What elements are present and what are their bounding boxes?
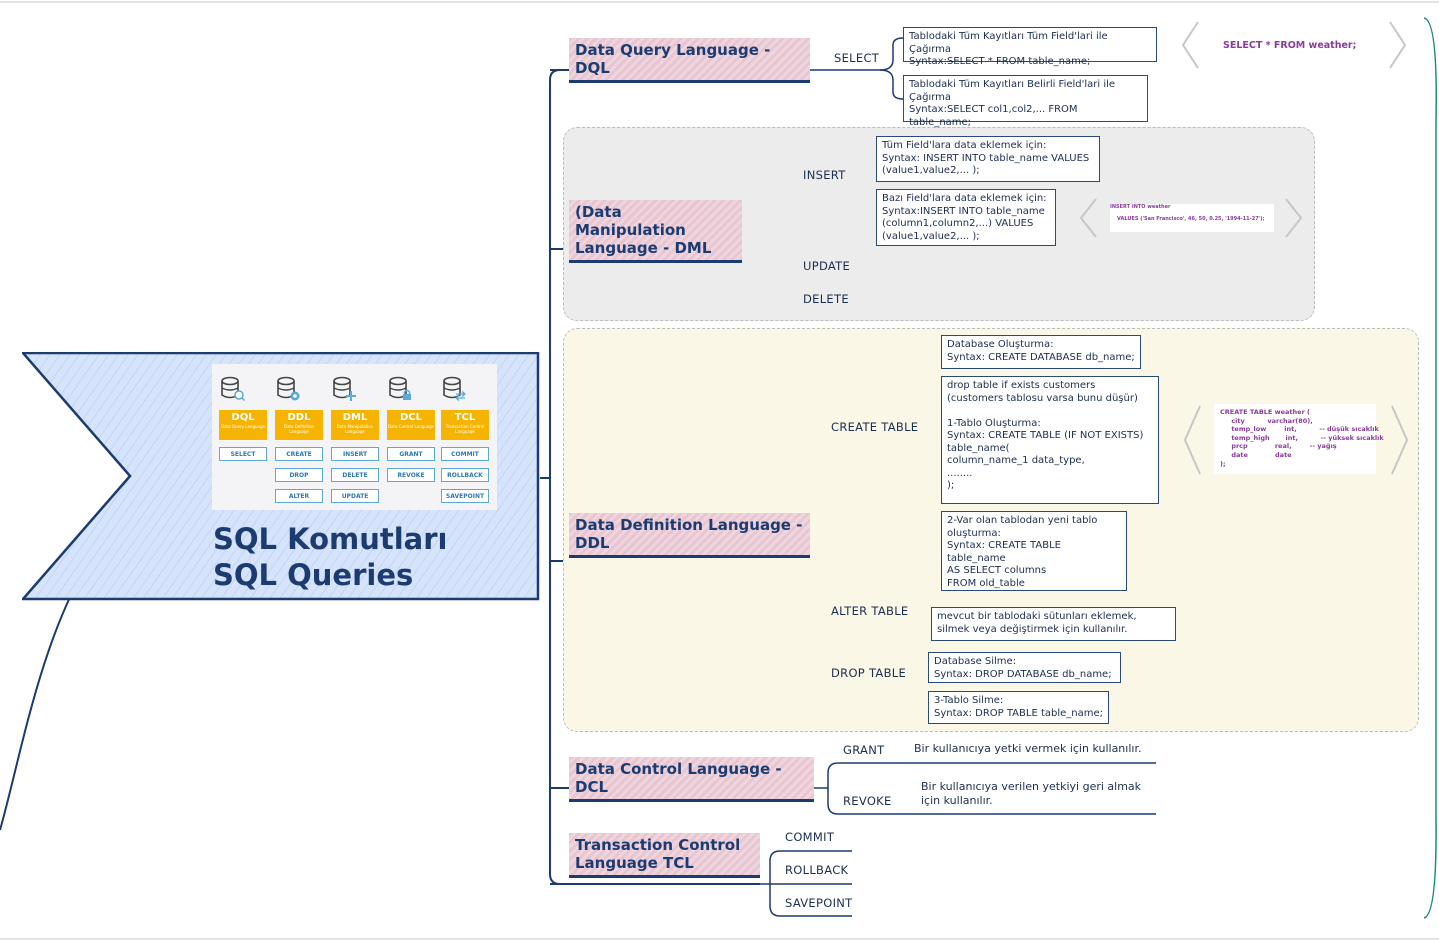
tcl-savepoint-label[interactable]: SAVEPOINT: [785, 896, 853, 910]
dml-tile-label: DML: [342, 412, 368, 423]
cmd-alter: ALTER: [275, 489, 323, 503]
dml-insert-label[interactable]: INSERT: [803, 168, 846, 182]
ddl-example-code: CREATE TABLE weather ( city varchar(80),…: [1214, 404, 1384, 474]
dql-select-columns-note[interactable]: Tablodaki Tüm Kayıtları Belirli Field'la…: [903, 75, 1148, 128]
dql-select-label[interactable]: SELECT: [834, 51, 880, 65]
chevron-right-icon: [1389, 21, 1407, 69]
tcl-tile-label: TCL: [454, 412, 476, 423]
dcl-revoke-note[interactable]: Bir kullanıcıya verilen yetkiyi geri alm…: [921, 780, 1142, 807]
right-boundary-bracket: [1423, 17, 1437, 919]
cmd-delete: DELETE: [331, 468, 379, 482]
cmd-rollback: ROLLBACK: [441, 468, 489, 482]
hero-title-line2: SQL Queries: [213, 558, 414, 592]
ddl-drop-label[interactable]: DROP TABLE: [831, 666, 907, 680]
dml-insert-all-note[interactable]: Tüm Field'lara data eklemek için: Syntax…: [876, 136, 1100, 182]
dml-delete-label[interactable]: DELETE: [803, 292, 849, 306]
database-exchange-icon: [443, 376, 467, 401]
cmd-drop: DROP: [275, 468, 323, 482]
cmd-revoke: REVOKE: [387, 468, 435, 482]
chevron-left-icon: [1183, 405, 1201, 475]
category-dml[interactable]: (Data Manipulation Language - DML: [569, 200, 742, 263]
dcl-tile-sublabel: Data Control Language: [387, 424, 435, 429]
category-ddl[interactable]: Data Definition Language - DDL: [569, 513, 810, 558]
cmd-select: SELECT: [219, 447, 267, 461]
dql-tile-label: DQL: [231, 412, 255, 423]
dql-example-code: SELECT * FROM weather;: [1223, 40, 1357, 51]
ddl-create-table-note[interactable]: drop table if exists customers (customer…: [941, 376, 1159, 504]
main-trunk: [549, 69, 561, 885]
ddl-alter-note[interactable]: mevcut bir tablodaki sütunları eklemek, …: [931, 607, 1176, 641]
ddl-create-label[interactable]: CREATE TABLE: [831, 420, 919, 434]
dml-tile-sublabel: Data Manipulation Language: [336, 424, 374, 434]
category-dql[interactable]: Data Query Language - DQL: [569, 38, 810, 83]
dql-tile-sublabel: Data Query Language: [221, 424, 265, 429]
database-search-icon: [221, 376, 246, 402]
dml-update-label[interactable]: UPDATE: [803, 259, 851, 273]
tcl-rollback-label[interactable]: ROLLBACK: [785, 863, 849, 877]
category-dcl[interactable]: Data Control Language - DCL: [569, 757, 814, 802]
database-gear-icon: [277, 376, 300, 401]
chevron-left-icon: [1079, 198, 1097, 238]
cmd-create: CREATE: [275, 447, 323, 461]
cmd-commit: COMMIT: [441, 447, 489, 461]
dml-example-code: INSERT INTO weather VALUES ('San Francis…: [1110, 204, 1274, 232]
database-lock-icon: [389, 376, 411, 400]
hero-title[interactable]: SQL Komutları SQL Queries: [213, 521, 447, 593]
chevron-right-icon: [1285, 198, 1303, 238]
dcl-tile-label: DCL: [399, 412, 422, 423]
hero-title-line1: SQL Komutları: [213, 522, 448, 556]
ddl-tile-label: DDL: [287, 412, 311, 423]
cmd-savepoint: SAVEPOINT: [441, 489, 489, 503]
category-tcl[interactable]: Transaction Control Language TCL: [569, 833, 760, 878]
chevron-left-icon: [1181, 21, 1199, 69]
ddl-create-db-note[interactable]: Database Oluşturma: Syntax: CREATE DATAB…: [941, 335, 1141, 369]
dcl-revoke-label[interactable]: REVOKE: [843, 794, 892, 808]
dql-select-all-note[interactable]: Tablodaki Tüm Kayıtları Tüm Field'lari i…: [903, 27, 1157, 67]
dcl-grant-label[interactable]: GRANT: [843, 743, 885, 757]
cmd-insert: INSERT: [331, 447, 379, 461]
chevron-right-icon: [1391, 405, 1409, 475]
ddl-drop-db-note[interactable]: Database Silme: Syntax: DROP DATABASE db…: [928, 652, 1121, 683]
cmd-update: UPDATE: [331, 489, 379, 503]
database-plus-icon: [333, 376, 356, 401]
tcl-commit-label[interactable]: COMMIT: [785, 830, 835, 844]
ddl-drop-table-note[interactable]: 3-Tablo Silme: Syntax: DROP TABLE table_…: [928, 691, 1109, 724]
ddl-tile-sublabel: Data Definition Language: [283, 424, 315, 434]
ddl-alter-label[interactable]: ALTER TABLE: [831, 604, 909, 618]
tcl-tile-sublabel: Transaction Control Language: [445, 424, 485, 434]
ddl-create-from-table-note[interactable]: 2-Var olan tablodan yeni tablo oluşturma…: [941, 511, 1127, 591]
dml-insert-some-note[interactable]: Bazı Field'lara data eklemek için: Synta…: [876, 189, 1056, 246]
dcl-grant-note[interactable]: Bir kullanıcıya yetki vermek için kullan…: [914, 742, 1142, 755]
cmd-grant: GRANT: [387, 447, 435, 461]
